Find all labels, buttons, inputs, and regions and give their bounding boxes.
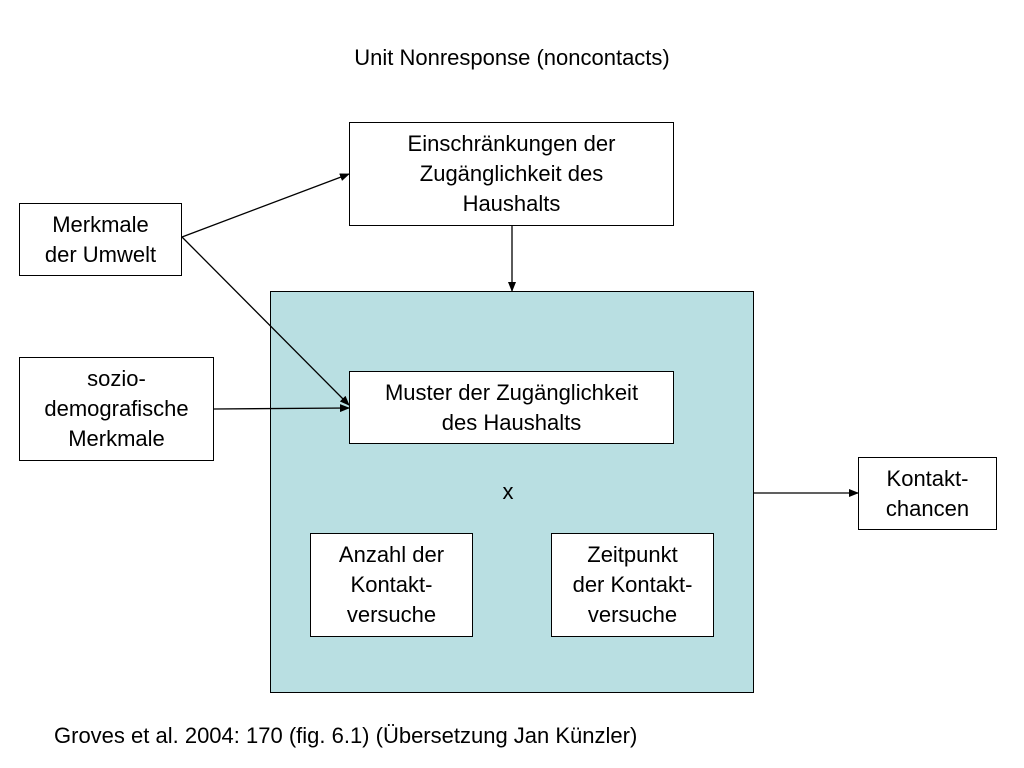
box-line: Anzahl der bbox=[338, 542, 445, 567]
box-line: chancen bbox=[885, 495, 970, 521]
box-access-pattern: Muster der Zugänglichkeit des Haushalts bbox=[349, 371, 674, 444]
box-line: Merkmale bbox=[52, 211, 149, 237]
box-line: Zugänglichkeit des bbox=[419, 161, 604, 186]
box-line: Kontakt- bbox=[350, 572, 433, 597]
box-line: Merkmale bbox=[68, 426, 165, 451]
box-line: Einschränkungen der bbox=[407, 131, 616, 156]
box-line: sozio- bbox=[87, 366, 146, 391]
box-line: der Kontakt- bbox=[572, 572, 693, 597]
box-sociodemographic-features: sozio- demografische Merkmale bbox=[19, 357, 214, 461]
box-line: demografische bbox=[44, 396, 189, 421]
multiplication-sign: x bbox=[502, 479, 514, 504]
box-contact-chances: Kontakt- chancen bbox=[858, 457, 997, 530]
page-title: Unit Nonresponse (noncontacts) bbox=[354, 45, 670, 70]
box-line: Haushalts bbox=[462, 191, 561, 216]
box-line: Kontakt- bbox=[886, 465, 969, 491]
citation: Groves et al. 2004: 170 (fig. 6.1) (Über… bbox=[54, 723, 638, 748]
box-line: Zeitpunkt bbox=[587, 542, 678, 567]
arrow-environment-to-restrictions bbox=[181, 173, 350, 238]
box-line: versuche bbox=[587, 602, 678, 627]
box-line: versuche bbox=[346, 602, 437, 627]
box-line: Muster der Zugänglichkeit bbox=[384, 379, 639, 405]
box-line: des Haushalts bbox=[441, 409, 582, 435]
box-number-of-contact-attempts: Anzahl der Kontakt- versuche bbox=[310, 533, 473, 637]
box-line: der Umwelt bbox=[44, 241, 157, 267]
box-environment-features: Merkmale der Umwelt bbox=[19, 203, 182, 276]
box-access-restrictions: Einschränkungen der Zugänglichkeit des H… bbox=[349, 122, 674, 226]
box-timing-of-contact-attempts: Zeitpunkt der Kontakt- versuche bbox=[551, 533, 714, 637]
